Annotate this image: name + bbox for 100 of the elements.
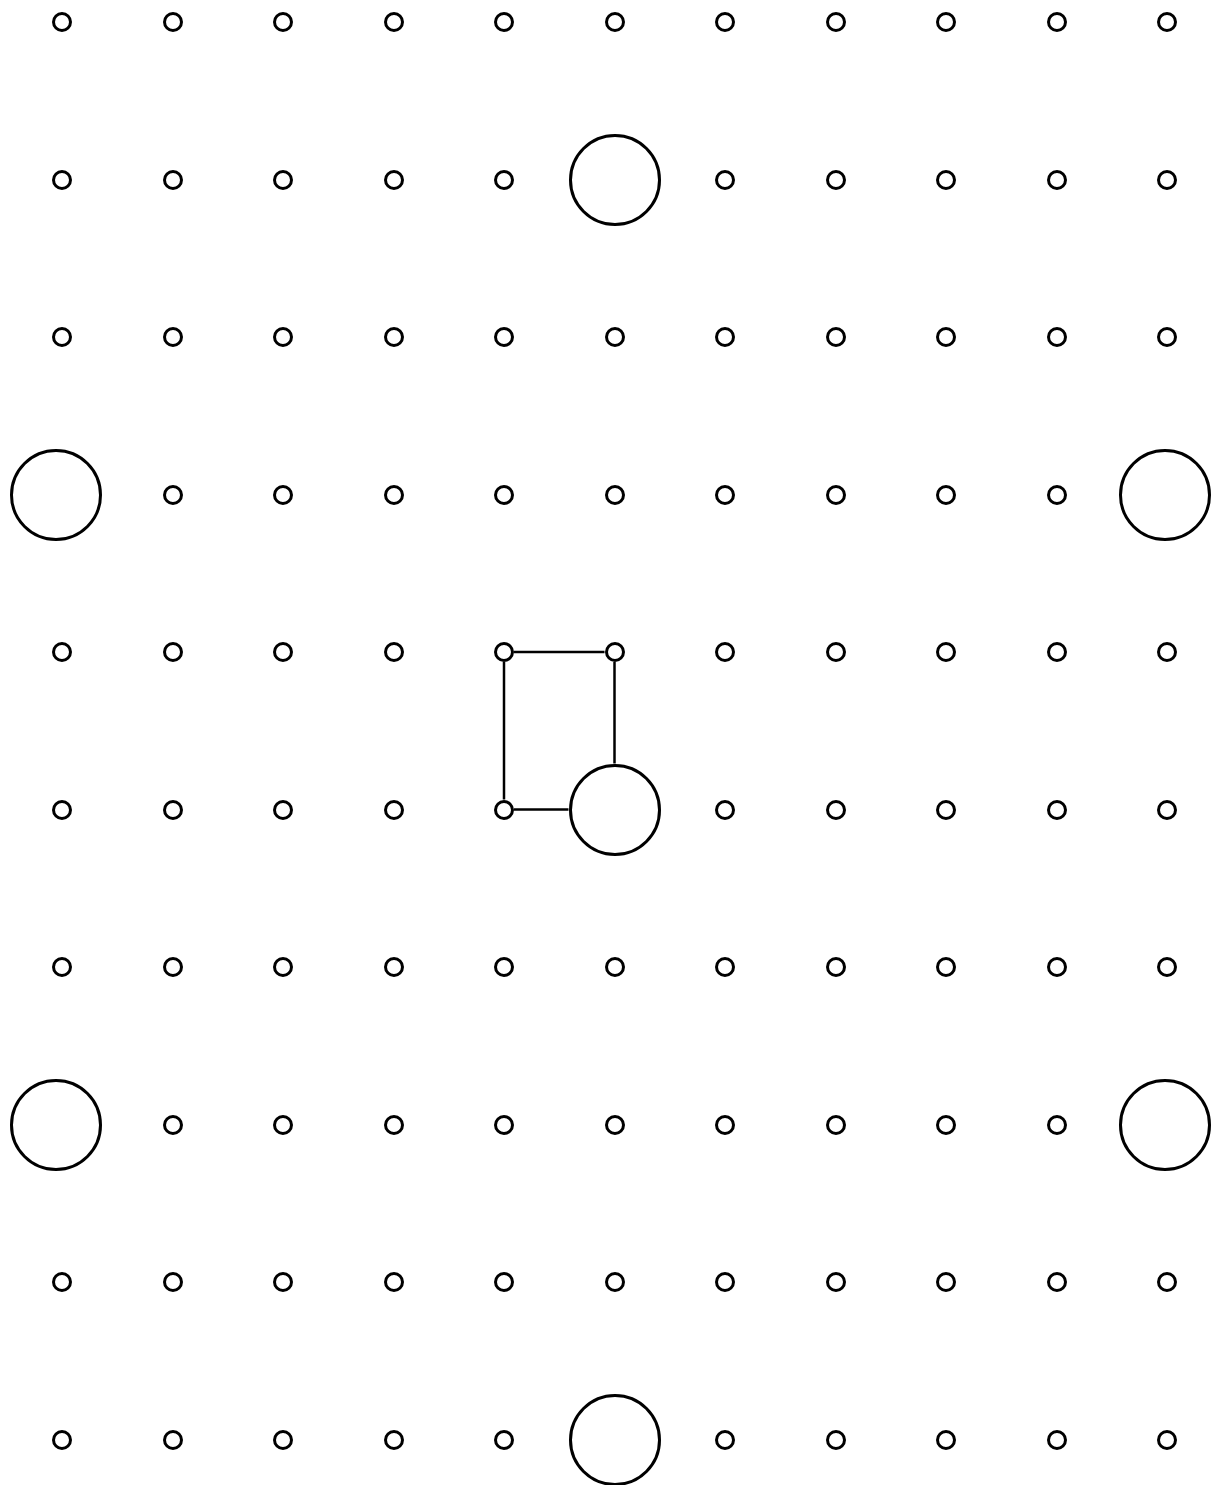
small-circle <box>825 327 846 347</box>
small-circle <box>1046 1429 1067 1450</box>
small-circle <box>52 957 72 977</box>
small-circle <box>494 957 514 977</box>
small-circle <box>273 1272 293 1292</box>
small-circle <box>715 799 735 820</box>
small-circle <box>494 1429 514 1450</box>
small-circle <box>162 169 183 190</box>
small-circle <box>825 484 846 505</box>
small-circle <box>936 327 956 347</box>
small-circle <box>825 1272 846 1292</box>
small-circle <box>162 1272 183 1292</box>
small-circle <box>1157 1429 1177 1450</box>
small-circle <box>604 12 625 32</box>
small-circle <box>604 1114 625 1135</box>
small-circle <box>383 1272 404 1292</box>
small-circle <box>383 799 404 820</box>
small-circle <box>383 169 404 190</box>
small-circle <box>494 484 514 505</box>
small-circle <box>52 12 72 32</box>
small-circle <box>1046 484 1067 505</box>
small-circle <box>604 957 625 977</box>
small-circle <box>273 642 293 662</box>
small-circle <box>715 957 735 977</box>
small-circle <box>383 1114 404 1135</box>
small-circle <box>715 1429 735 1450</box>
small-circle <box>494 1272 514 1292</box>
small-circle <box>715 1272 735 1292</box>
small-circle <box>383 12 404 32</box>
small-circle <box>715 327 735 347</box>
small-circle <box>825 169 846 190</box>
small-circle <box>162 484 183 505</box>
small-circle <box>273 484 293 505</box>
small-circle <box>273 327 293 347</box>
small-circle <box>825 12 846 32</box>
small-circle <box>936 1272 956 1292</box>
small-circle <box>52 642 72 662</box>
small-circle <box>825 642 846 662</box>
small-circle <box>494 799 514 820</box>
small-circle <box>1046 799 1067 820</box>
small-circle <box>936 1429 956 1450</box>
small-circle <box>383 642 404 662</box>
small-circle <box>383 327 404 347</box>
small-circle <box>383 484 404 505</box>
small-circle <box>715 169 735 190</box>
small-circle <box>825 1114 846 1135</box>
small-circle <box>52 799 72 820</box>
small-circle <box>1046 12 1067 32</box>
small-circle <box>715 484 735 505</box>
small-circle <box>273 1114 293 1135</box>
small-circle <box>604 484 625 505</box>
small-circle <box>604 327 625 347</box>
small-circle <box>273 799 293 820</box>
connector-line <box>514 808 569 811</box>
small-circle <box>162 642 183 662</box>
small-circle <box>825 957 846 977</box>
small-circle <box>936 484 956 505</box>
small-circle <box>1157 1272 1177 1292</box>
small-circle <box>1046 957 1067 977</box>
small-circle <box>825 1429 846 1450</box>
small-circle <box>936 1114 956 1135</box>
small-circle <box>1157 327 1177 347</box>
connector-line <box>613 662 616 764</box>
small-circle <box>494 169 514 190</box>
small-circle <box>936 957 956 977</box>
small-circle <box>52 1429 72 1450</box>
small-circle <box>162 12 183 32</box>
small-circle <box>273 1429 293 1450</box>
small-circle <box>1046 1272 1067 1292</box>
small-circle <box>825 799 846 820</box>
small-circle <box>604 1272 625 1292</box>
small-circle <box>715 12 735 32</box>
small-circle <box>1157 12 1177 32</box>
small-circle <box>52 327 72 347</box>
small-circle <box>1157 799 1177 820</box>
small-circle <box>162 1429 183 1450</box>
small-circle <box>936 169 956 190</box>
small-circle <box>494 12 514 32</box>
small-circle <box>1046 327 1067 347</box>
small-circle <box>162 1114 183 1135</box>
small-circle <box>162 327 183 347</box>
small-circle <box>273 12 293 32</box>
small-circle <box>936 642 956 662</box>
small-circle <box>52 1272 72 1292</box>
small-circle <box>383 957 404 977</box>
small-circle <box>162 957 183 977</box>
small-circle <box>494 1114 514 1135</box>
small-circle <box>604 642 625 662</box>
small-circle <box>162 799 183 820</box>
small-circle <box>273 957 293 977</box>
small-circle <box>494 327 514 347</box>
small-circle <box>715 642 735 662</box>
small-circle <box>383 1429 404 1450</box>
small-circle <box>936 12 956 32</box>
small-circle <box>715 1114 735 1135</box>
small-circle <box>1046 1114 1067 1135</box>
small-circle <box>494 642 514 662</box>
connector-line <box>502 662 506 800</box>
small-circle <box>52 169 72 190</box>
small-circle <box>1157 957 1177 977</box>
